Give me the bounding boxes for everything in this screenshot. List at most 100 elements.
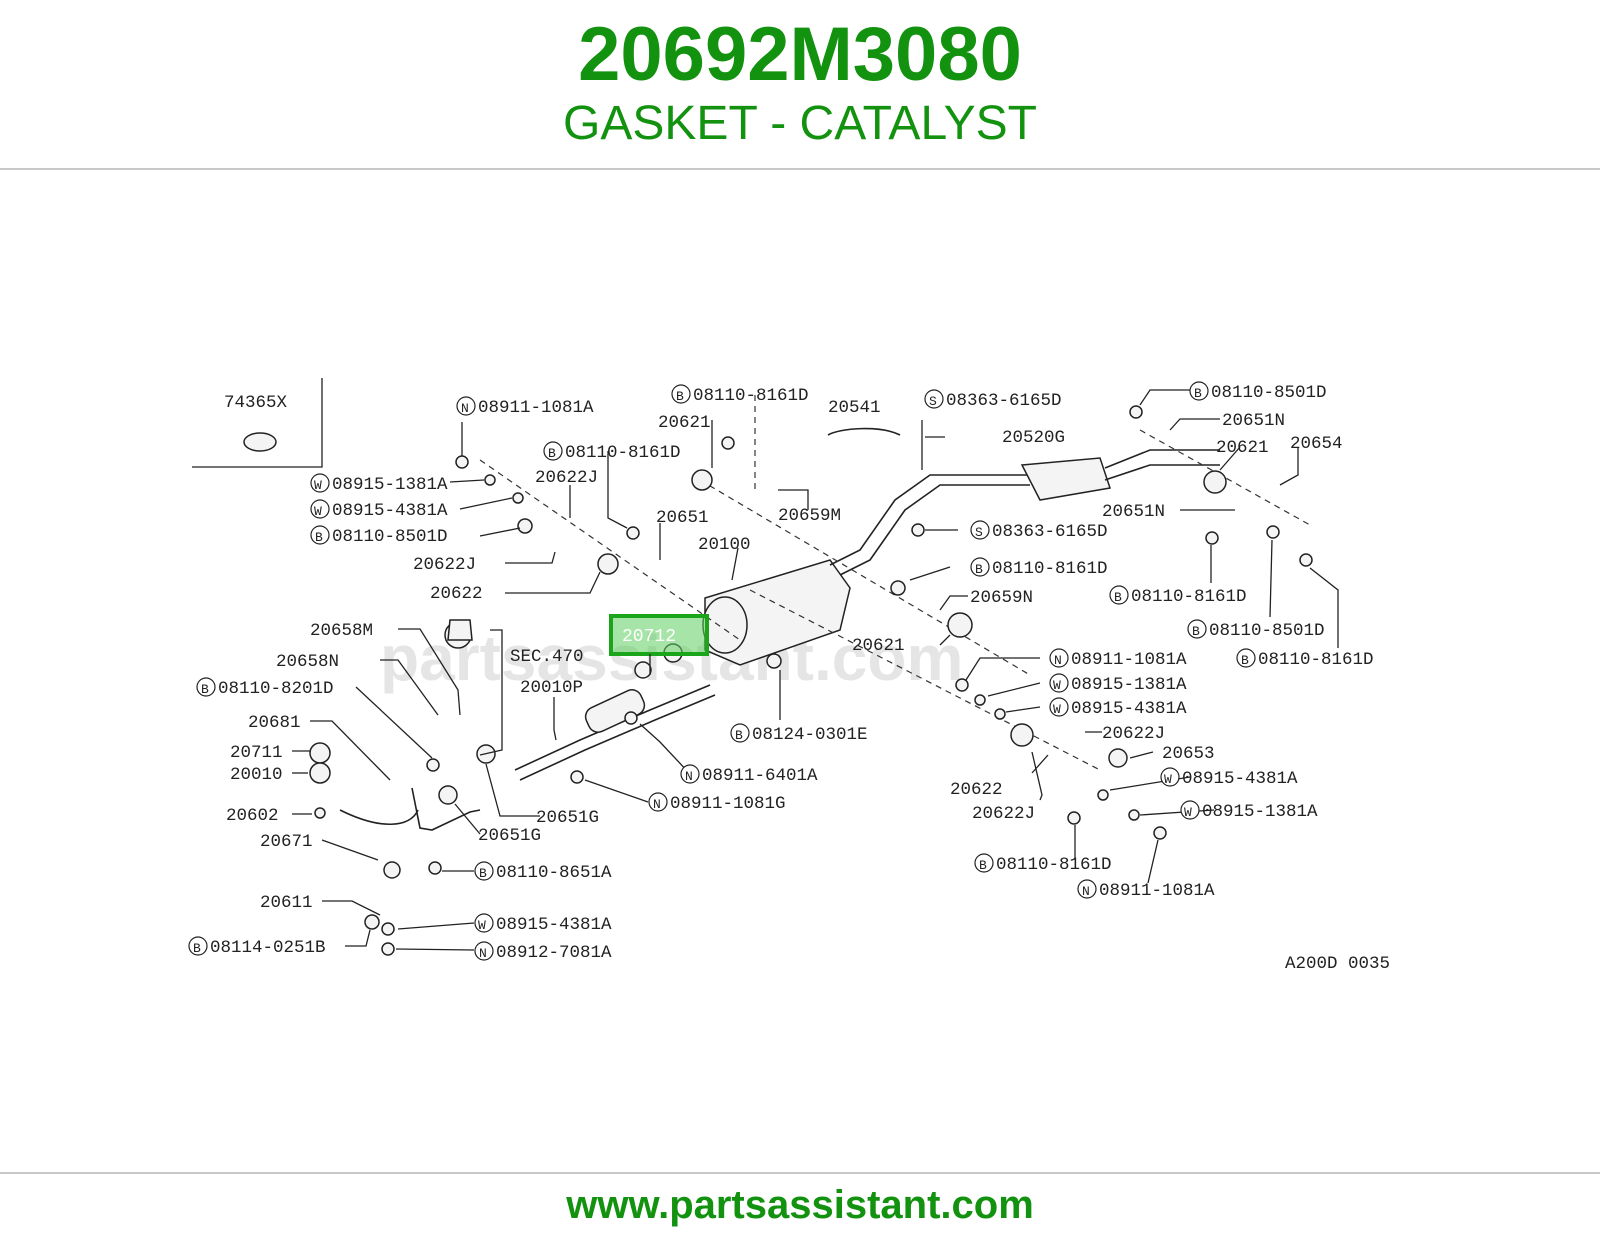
washer-part [484,474,496,486]
part-label: 08124-0301E [752,725,868,745]
part-label: 20651G [536,808,599,828]
leader [454,803,481,835]
bolt-part [428,861,442,875]
prefix-circle [1236,648,1256,668]
highlight-box[interactable] [609,614,709,656]
front-pipe-bend [339,809,419,826]
prefix-letter: N [461,401,469,416]
prefix-circle [188,936,208,956]
leader [1031,751,1043,801]
prefix-letter: N [653,797,661,812]
part-description: GASKET - CATALYST [563,97,1037,150]
catalyst-body [584,689,646,733]
highlighted-part-20712[interactable]: 20712 [609,614,709,675]
nut-part [314,807,326,819]
part-label: 20651N [1102,502,1165,522]
diagram-background [180,340,1420,1012]
rubber-mount [1010,723,1034,747]
part-label: 08912-7081A [496,943,612,963]
gasket-part [309,742,331,764]
washer-part [1128,809,1140,821]
nut-part [381,942,395,956]
prefix-circle [310,499,330,519]
leader [1269,539,1273,618]
washer-part [512,492,524,504]
leader [395,948,475,951]
bolt-part [1299,553,1313,567]
prefix-circle [1049,697,1069,717]
part-label: 20659M [778,506,841,526]
highlight-label[interactable]: 20712 [622,627,676,647]
prefix-letter: W [478,918,486,933]
prefix-letter: B [193,941,201,956]
part-label: 20658M [310,621,373,641]
part-label: 08911-6401A [702,766,818,786]
bolt-part [890,580,906,596]
leader [1031,754,1049,774]
part-label: 20621 [852,636,905,656]
bolt-part [721,436,735,450]
part-label: 20621 [658,413,711,433]
bracket-part [1108,748,1128,768]
front-pipe [411,787,481,831]
leader [939,595,968,611]
part-label: 20541 [828,398,881,418]
nut-part [624,711,638,725]
footer-divider [0,1172,1600,1174]
part-label: 08363-6165D [946,391,1062,411]
prefix-circle [1180,800,1200,820]
tail-pipe-upper [829,474,1030,566]
prefix-circle [1077,879,1097,899]
part-label: 20671 [260,832,313,852]
part-label: 20622 [430,584,483,604]
prefix-circle [974,853,994,873]
bracket-part [383,861,401,879]
prefix-circle [970,520,990,540]
prefix-circle [924,389,944,409]
prefix-letter: B [975,562,983,577]
part-label: 20653 [1162,744,1215,764]
leader [1219,446,1241,471]
part-label: 20711 [230,743,283,763]
prefix-circle [680,764,700,784]
leader [1309,567,1339,648]
prefix-circle [474,913,494,933]
prefix-letter: B [735,728,743,743]
gasket-part [438,785,458,805]
part-label: 08915-1381A [1071,675,1187,695]
rear-muffler [1020,457,1111,501]
assembly-lines [479,395,1311,771]
prefix-letter: N [1082,884,1090,899]
bolt-part [364,914,380,930]
leader [778,489,809,510]
part-label: 08911-1081A [1071,650,1187,670]
muffler-end [702,596,748,654]
part-label: 08911-1081A [478,398,594,418]
part-label: 20622J [972,804,1035,824]
leader [731,547,739,581]
footer-url[interactable]: www.partsassistant.com [566,1183,1034,1227]
washer-part [974,694,986,706]
part-label: 08915-4381A [496,915,612,935]
leader [485,763,540,817]
part-label: 08911-1081A [1099,881,1215,901]
leader [987,682,1041,697]
prefix-letter: S [929,394,937,409]
rubber-mount [691,469,713,491]
leader [1279,448,1299,486]
part-label: 20611 [260,893,313,913]
rubber-mount [597,553,619,575]
leader [584,779,649,803]
bolt-part [911,523,925,537]
prefix-letter: B [1194,386,1202,401]
leader [1129,751,1154,759]
part-label: 08110-8201D [218,679,334,699]
bolt-part [1129,405,1143,419]
